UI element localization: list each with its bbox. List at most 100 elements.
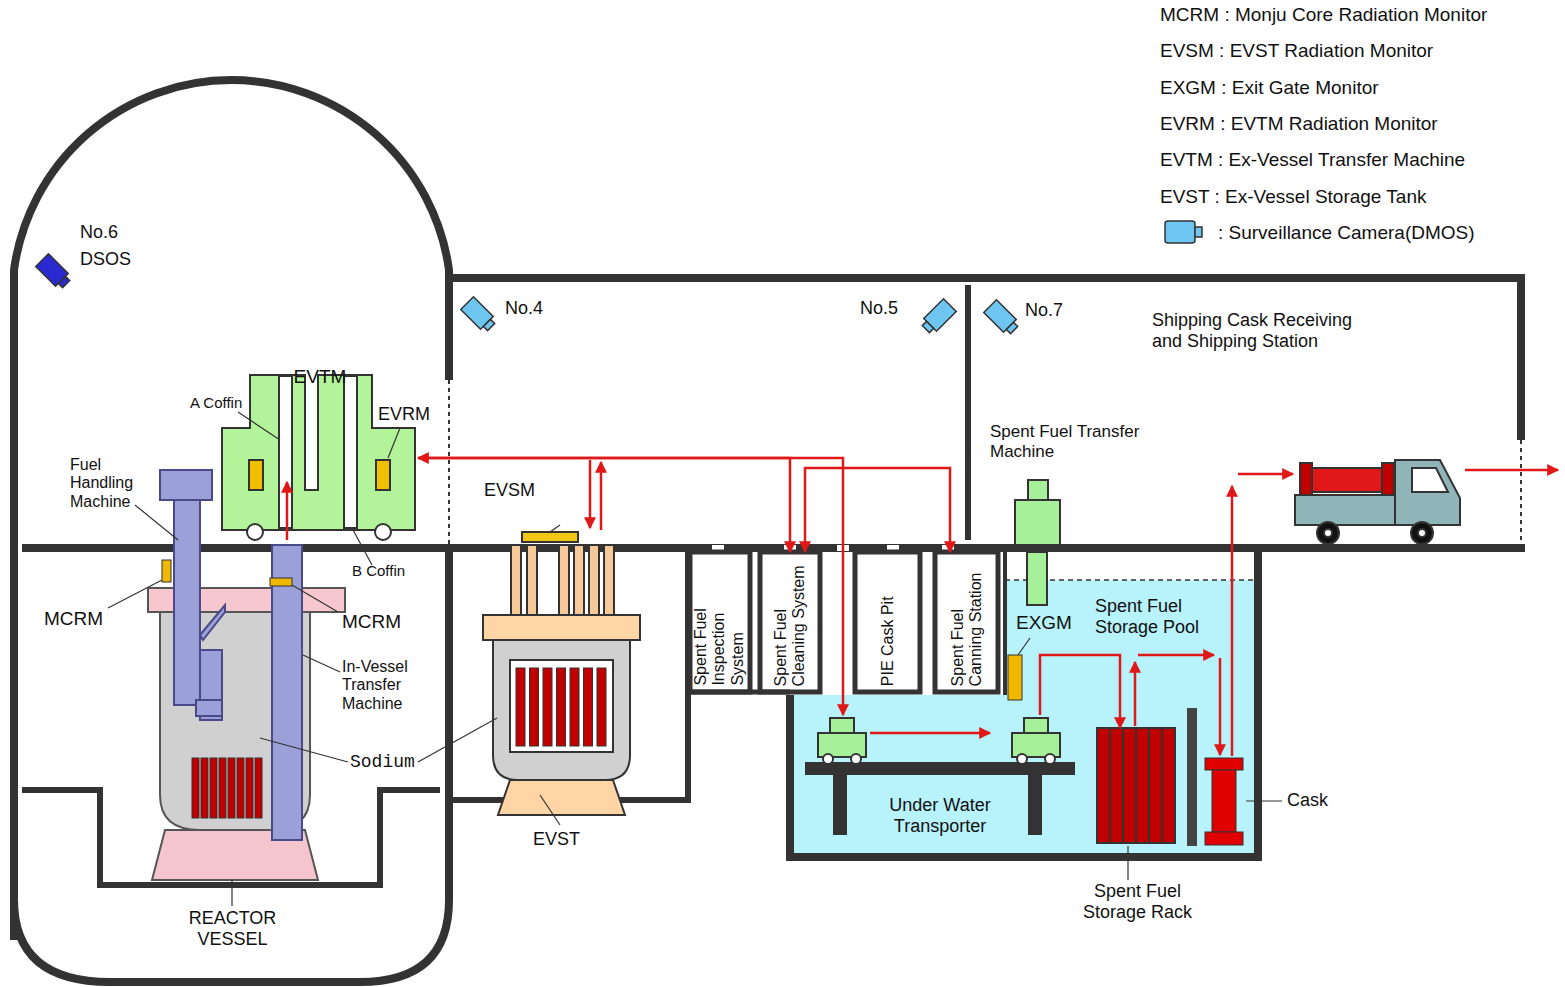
leader-line xyxy=(108,412,1282,906)
building-walls xyxy=(449,274,1525,282)
reactor-vessel xyxy=(228,758,235,818)
transporter-bridge xyxy=(833,775,847,835)
legend-entry: : Surveillance Camera(DMOS) xyxy=(1218,222,1475,244)
evst-tank xyxy=(557,668,566,746)
station-label: PIE Cask Pit xyxy=(878,558,896,686)
evtm-machine xyxy=(247,524,263,540)
evst-tank xyxy=(516,668,525,746)
part-label: EVRM xyxy=(378,404,430,425)
cask-symbol xyxy=(1212,770,1236,832)
leader-line xyxy=(292,585,338,612)
transfer-route xyxy=(1238,473,1293,476)
evst-tank xyxy=(604,545,614,615)
evst-tank xyxy=(483,615,640,640)
part-label: No.6 xyxy=(80,222,118,243)
camera-icon xyxy=(1006,322,1017,333)
transfer-machine xyxy=(1015,500,1060,545)
legend-entry: EVRM : EVTM Radiation Monitor xyxy=(1160,113,1438,135)
transfer-route xyxy=(286,482,289,540)
station-label: Under Water Transporter xyxy=(875,795,1005,836)
evtm-machine xyxy=(279,376,292,528)
storage-rack xyxy=(1097,728,1175,843)
leader-line xyxy=(1127,846,1128,880)
evst-tank xyxy=(570,668,579,746)
transporter-cart xyxy=(818,733,866,757)
cask-symbol xyxy=(1205,758,1243,845)
part-label: Cask xyxy=(1287,790,1328,811)
evst-tank xyxy=(597,668,606,746)
exit-gate-monitor xyxy=(1008,655,1022,700)
transfer-machine xyxy=(1028,480,1048,500)
leader-line xyxy=(135,505,178,540)
part-label: MCRM xyxy=(342,611,401,633)
leader-line xyxy=(303,655,340,672)
camera-icon xyxy=(919,299,956,336)
pit-walls xyxy=(935,552,998,692)
evtm-machine xyxy=(375,524,391,540)
transporter-bridge xyxy=(805,762,1075,775)
leader-line xyxy=(238,412,280,440)
reactor-vessel xyxy=(192,758,199,818)
storage-pool xyxy=(1187,708,1197,846)
reactor-vessel xyxy=(192,758,262,818)
station-label: Spent Fuel Storage Pool xyxy=(1095,596,1225,637)
storage-pool xyxy=(790,548,1258,857)
leader-line xyxy=(1018,638,1030,655)
station-box: Spent Fuel Storage Rack xyxy=(1070,728,1205,933)
truck-symbol xyxy=(1312,468,1382,492)
cask-symbol xyxy=(1205,832,1243,845)
station-label: EVTM xyxy=(288,366,352,388)
truck-symbol xyxy=(1411,522,1433,544)
legend-entry: MCRM : Monju Core Radiation Monitor xyxy=(1160,4,1487,26)
core-monitor xyxy=(162,560,171,582)
transfer-route xyxy=(1138,654,1214,657)
transfer-route xyxy=(600,462,603,530)
evtm-machine xyxy=(222,375,415,540)
storage-pool xyxy=(790,548,1258,857)
camera-icon xyxy=(461,297,498,334)
evtm-machine xyxy=(222,375,415,530)
transfer-arrow xyxy=(418,458,843,715)
evst-tank xyxy=(527,545,537,615)
transporter-bridge xyxy=(1028,775,1042,835)
truck-symbol xyxy=(1395,460,1460,525)
pit-walls xyxy=(855,552,920,692)
station-label: Spent Fuel Canning Station xyxy=(948,558,985,686)
part-label: B Coffin xyxy=(352,562,405,579)
pit-walls xyxy=(690,552,750,692)
containment-dome xyxy=(14,80,449,940)
storage-rack xyxy=(1109,728,1111,843)
truck-symbol xyxy=(1300,463,1312,495)
evst-tank xyxy=(498,780,625,815)
truck-symbol xyxy=(1295,460,1460,544)
camera-icon xyxy=(483,319,494,330)
fuel-handling-machine xyxy=(196,700,222,716)
part-label: Fuel Handling Machine xyxy=(70,456,150,511)
truck-symbol xyxy=(1324,529,1332,537)
camera-icon xyxy=(36,221,1202,337)
pit-walls xyxy=(760,552,820,692)
leader-line xyxy=(1246,800,1282,801)
fuel-handling-machine xyxy=(160,470,212,500)
evst-tank xyxy=(584,668,593,746)
part-label: In-Vessel Transfer Machine xyxy=(342,658,432,713)
evtm-machine xyxy=(376,460,390,490)
transfer-route xyxy=(287,460,1558,756)
transporter-cart xyxy=(1045,754,1055,764)
camera-icon xyxy=(1165,221,1202,243)
part-label: EVST xyxy=(533,829,580,850)
transfer-arrow xyxy=(418,458,790,552)
part-label: REACTOR VESSEL xyxy=(175,908,290,949)
transporter-cart xyxy=(851,754,861,764)
station-label: Spent Fuel Inspection System xyxy=(692,558,747,686)
truck-symbol xyxy=(1382,463,1394,495)
storage-pool xyxy=(1003,548,1007,695)
cask-symbol xyxy=(1205,758,1243,770)
evst-tank xyxy=(559,545,569,615)
station-box: EVTM xyxy=(222,362,418,540)
reactor-vessel xyxy=(237,758,244,818)
leader-line xyxy=(231,880,232,906)
evst-tank xyxy=(483,532,640,815)
